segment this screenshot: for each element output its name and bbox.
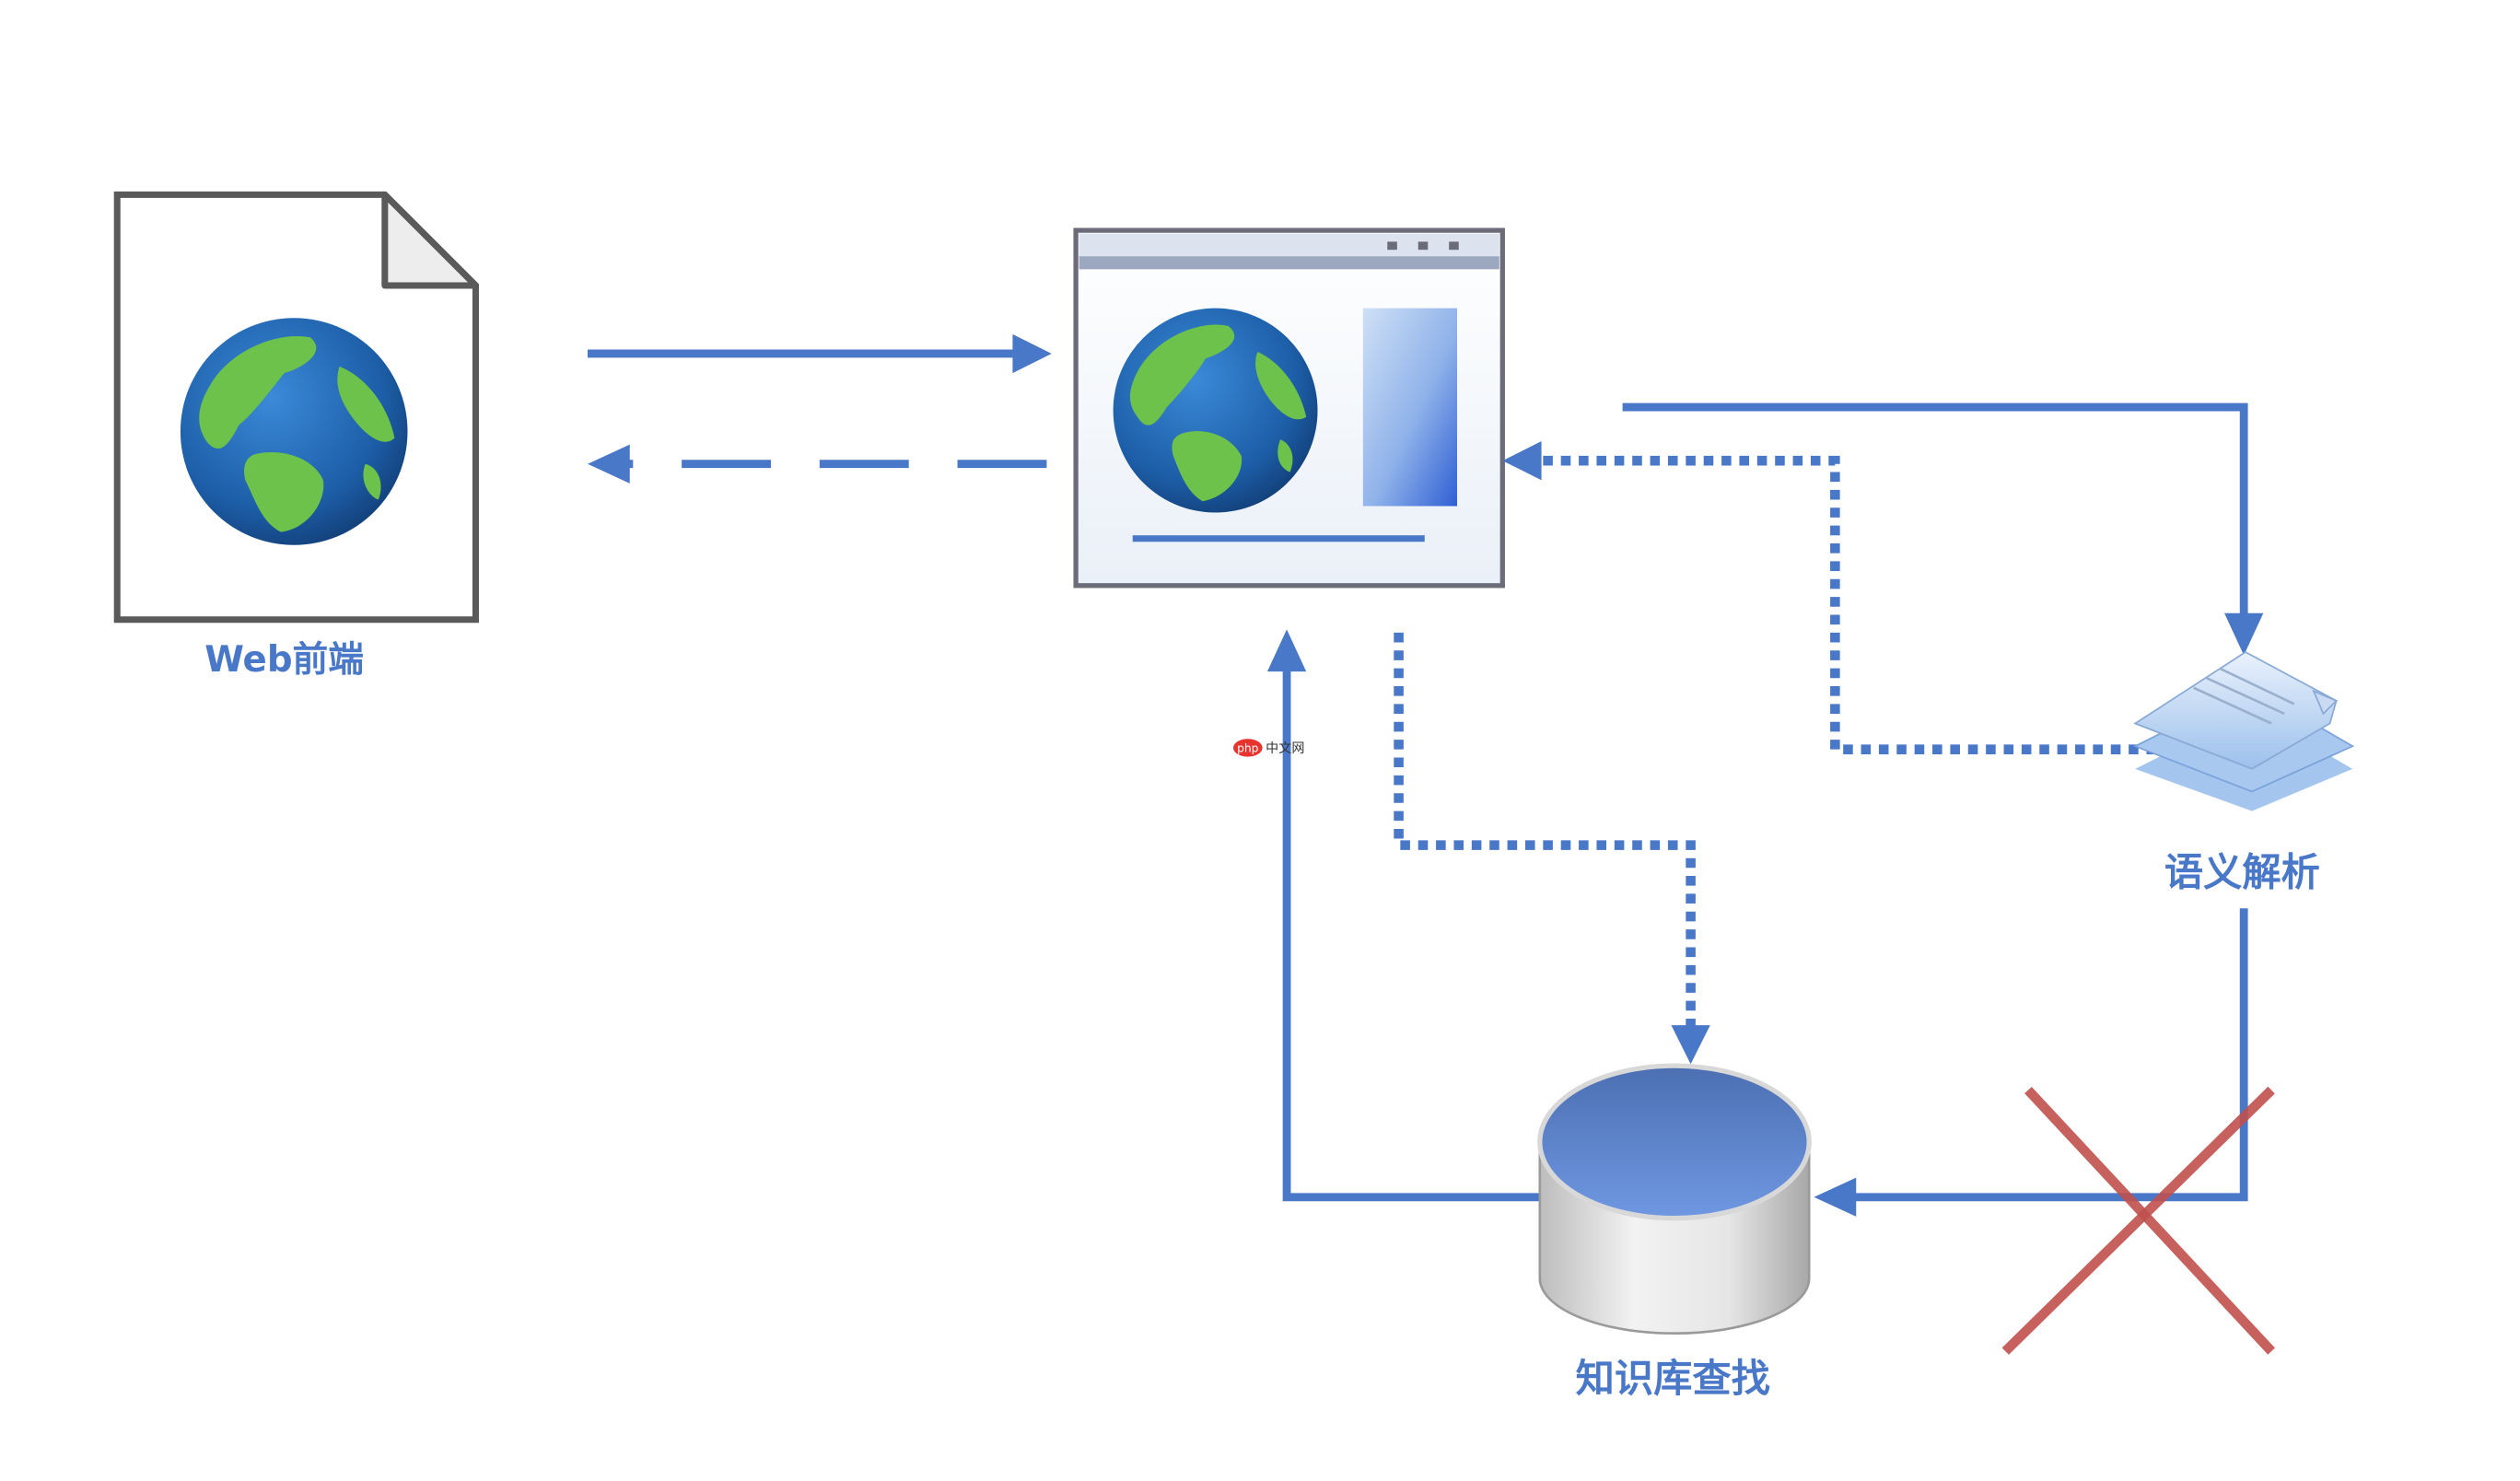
response-dashed-arrow (587, 444, 1047, 484)
watermark-badge (1232, 739, 1263, 757)
web-server-node (1073, 227, 1505, 589)
request-arrow (587, 333, 1052, 374)
knowledge-base-node: 知识库查找 (1537, 1063, 1812, 1401)
paper-text-line (2193, 686, 2272, 725)
window-control-dot (1418, 241, 1429, 251)
knowledge-base-label: 知识库查找 (1576, 1356, 1770, 1401)
document-fold-corner (381, 191, 479, 289)
paper-text-line (2206, 676, 2285, 716)
globe-icon (1113, 308, 1318, 513)
watermark: php 中文网 (1232, 739, 1304, 757)
to-knowledge-base-arrow (1814, 908, 2248, 1217)
window-control-dot (1387, 241, 1397, 251)
web-frontend-label: Web前端 (204, 639, 364, 681)
watermark-badge-text: php (1237, 741, 1259, 754)
paper-fold (2312, 689, 2339, 716)
semantic-parsing-node: 语义解析 (2133, 650, 2355, 895)
semantic-parsing-label: 语义解析 (2164, 850, 2320, 895)
server-to-kb-dotted-arrow (1394, 632, 1710, 1065)
browser-titlebar (1079, 233, 1499, 260)
watermark-text: 中文网 (1266, 741, 1304, 756)
web-frontend-node: Web前端 (113, 191, 479, 681)
window-control-dot (1449, 241, 1459, 251)
browser-titlebar-stripe (1079, 256, 1499, 270)
paper-text-line (2219, 667, 2295, 706)
semantic-result-dotted-arrow (1502, 441, 2175, 754)
database-top (1537, 1063, 1812, 1221)
cross-mark-icon (2001, 1086, 2275, 1355)
globe-icon (180, 318, 408, 545)
browser-side-panel (1362, 308, 1457, 507)
paper-layer (2133, 650, 2338, 770)
kb-to-server-arrow (1266, 629, 1542, 1202)
browser-progress-line (1132, 535, 1425, 542)
to-semantic-parsing-arrow (1622, 402, 2264, 656)
